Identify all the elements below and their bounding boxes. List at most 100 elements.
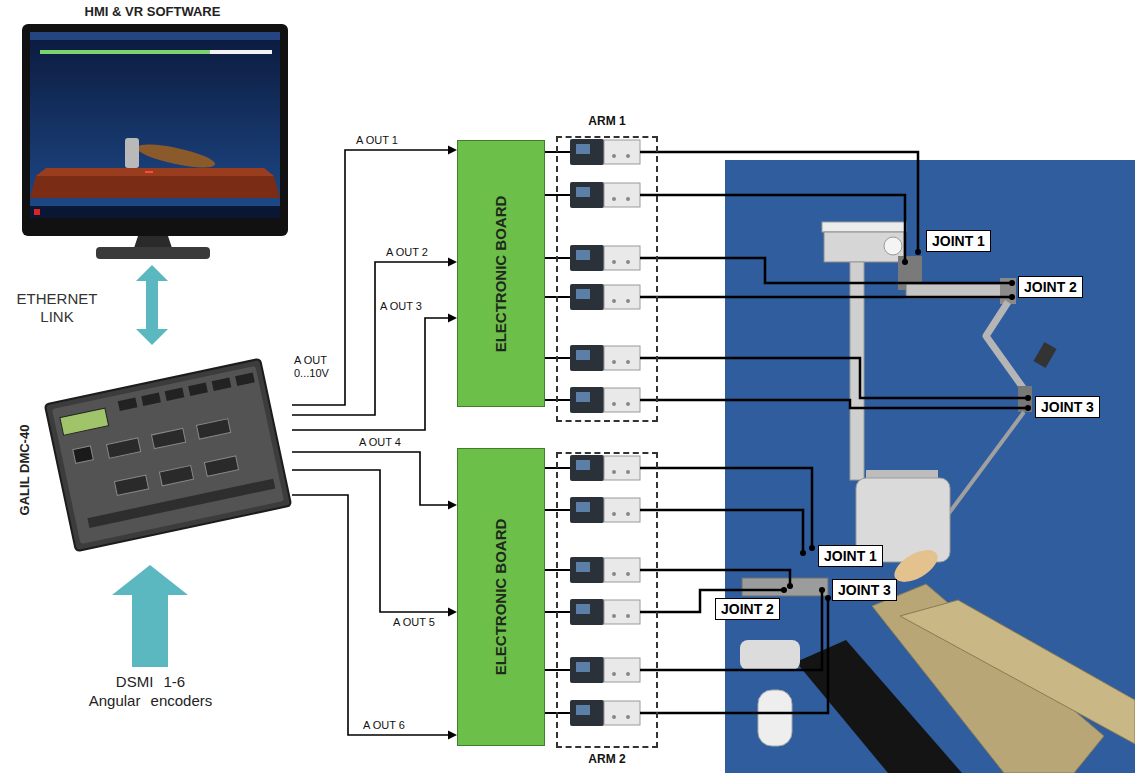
motor-screw <box>626 197 630 201</box>
motor-screw <box>626 470 630 474</box>
monitor-bezel <box>22 24 288 236</box>
arrow-head <box>448 501 457 510</box>
servo-motor <box>570 387 640 413</box>
patient-leg <box>900 600 1135 744</box>
motor-gearbox <box>604 246 640 270</box>
joint-wire <box>640 570 790 586</box>
motor-screw <box>626 402 630 406</box>
motor-screw <box>626 572 630 576</box>
motor-gearbox <box>604 600 640 624</box>
wire-end-dot <box>825 595 831 601</box>
monitor-screen <box>30 32 280 218</box>
screen-title: HMI & VR SOFTWARE <box>15 0 290 20</box>
data-link <box>136 265 168 345</box>
data-link <box>112 565 188 667</box>
connector <box>235 373 255 387</box>
motor-gearbox <box>604 346 640 370</box>
arm-label: ARM 2 <box>556 752 658 766</box>
motor-plate <box>576 187 590 197</box>
connector <box>118 398 138 412</box>
joint-name: JOINT 2 <box>721 600 774 618</box>
signal-line <box>292 495 457 740</box>
servo-motor <box>570 455 640 481</box>
joint-tag: JOINT 2 <box>715 598 780 620</box>
servo-motor <box>570 284 640 310</box>
joint-wire <box>640 598 828 713</box>
servo-motor <box>570 245 640 271</box>
motor-body <box>570 497 604 523</box>
arm-group: ARM 2 <box>556 452 658 766</box>
motor-body <box>570 557 604 583</box>
close-icon <box>34 209 40 215</box>
motor-body <box>570 700 604 726</box>
motor-screw <box>612 470 616 474</box>
motor-screw <box>626 672 630 676</box>
motor-body <box>570 245 604 271</box>
connector <box>188 383 208 397</box>
motor-screw <box>626 360 630 364</box>
scene-background <box>725 160 1135 773</box>
signal-label: A OUT 3 <box>379 300 423 313</box>
motor-screw <box>626 154 630 158</box>
motion-controller: GALIL DMC-40 <box>8 348 292 563</box>
screen-footer <box>30 206 280 218</box>
dsub-connector <box>159 466 193 486</box>
signal-label: A OUT 5 <box>392 616 436 629</box>
wire-end-dot <box>915 249 921 255</box>
motor-plate <box>576 350 590 360</box>
wire-end-dot <box>787 583 793 589</box>
joint-tag: JOINT 2 <box>1018 276 1083 298</box>
signal-label: A OUT 6 <box>362 719 406 732</box>
voltage-label: A OUT 0...10V <box>294 354 342 380</box>
wire-end-dot <box>809 545 815 551</box>
monitor-neck <box>134 236 172 248</box>
motor-gearbox <box>604 183 640 207</box>
arrow-head <box>448 731 457 740</box>
motor-body <box>570 345 604 371</box>
terminal-strip <box>87 479 275 528</box>
device-name: GALIL DMC-40 <box>17 425 32 516</box>
servo-motor <box>570 139 640 165</box>
arrow-head <box>448 608 457 617</box>
joint-wire <box>640 296 1012 299</box>
motor-screw <box>612 299 616 303</box>
hammer-handle <box>135 140 217 172</box>
motor-screw <box>612 672 616 676</box>
arrow-head <box>448 258 457 267</box>
joint-name: JOINT 3 <box>838 581 891 599</box>
lower-cover <box>758 690 792 746</box>
motor-plate <box>576 604 590 614</box>
joint-name: JOINT 1 <box>824 547 877 565</box>
motor-screw <box>626 299 630 303</box>
joint-wire <box>640 195 905 262</box>
signal-line <box>292 470 457 617</box>
ethernet-port <box>73 446 94 463</box>
forearm <box>986 302 1026 392</box>
motor-plate <box>576 250 590 260</box>
dsub-connector <box>151 428 185 448</box>
target-mark <box>145 171 153 173</box>
dsub-connector <box>204 456 238 476</box>
dsub-connector <box>106 438 140 458</box>
mount-motor <box>884 237 902 255</box>
motor-plate <box>576 562 590 572</box>
motor-plate <box>576 289 590 299</box>
monitor-display: HMI & VR SOFTWARE <box>15 0 290 262</box>
motor-screw <box>626 715 630 719</box>
signal-label: A OUT 1 <box>355 134 399 147</box>
motor-screw <box>626 614 630 618</box>
motor-body <box>570 455 604 481</box>
motor-body <box>570 139 604 165</box>
arm-label: ARM 1 <box>556 112 658 130</box>
robot-illustration <box>740 222 1135 773</box>
actuator <box>1033 342 1056 368</box>
wire-end-dot <box>902 259 908 265</box>
progress-bar <box>40 50 210 54</box>
motor-plate <box>576 662 590 672</box>
motor-body <box>570 657 604 683</box>
motor-plate <box>576 502 590 512</box>
signal-label: A OUT 4 <box>358 436 402 449</box>
joint-wire <box>640 510 803 553</box>
